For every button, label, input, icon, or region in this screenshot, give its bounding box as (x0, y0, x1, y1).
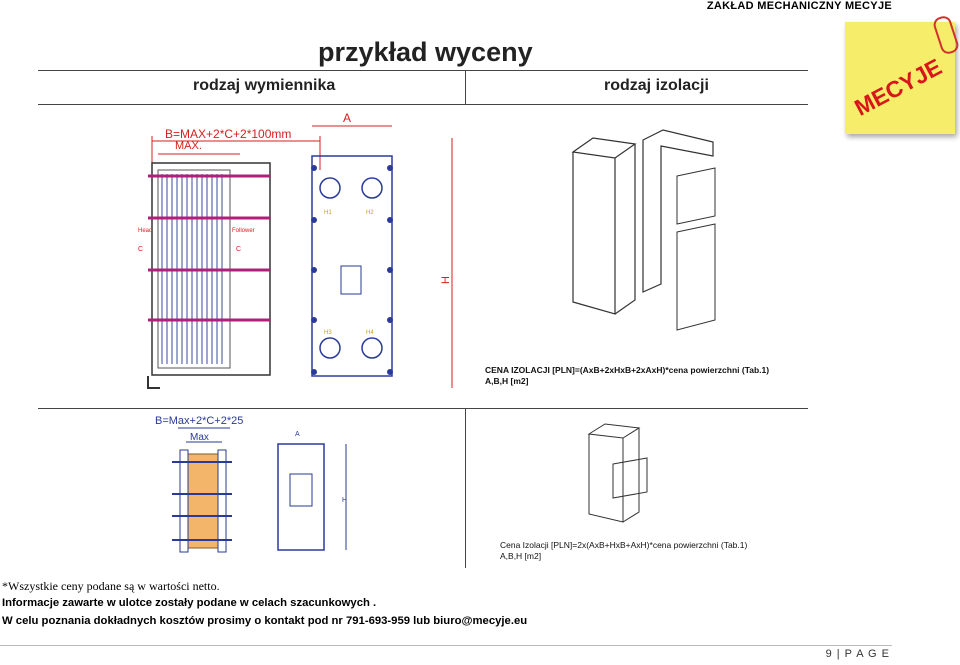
insulation-drawing-bottom (587, 423, 648, 523)
paperclip-icon (931, 14, 960, 56)
divider-mid (38, 104, 808, 105)
formula-text-bottom: Cena Izolacji [PLN]=2x(AxB+HxB+AxH)*cena… (500, 540, 748, 550)
page-title: przykład wyceny (318, 37, 533, 67)
formula-units-bottom: A,B,H [m2] (500, 551, 542, 561)
dim-a-small: A (295, 431, 300, 438)
dim-max-small: Max (190, 432, 209, 443)
insulation-formula-bottom: Cena Izolacji [PLN]=2x(AxB+HxB+AxH)*cena… (500, 540, 747, 562)
exchanger-drawing-top: B=MAX+2*C+2*100mm MAX. Head Follower C C… (138, 111, 453, 389)
insulation-formula-top: CENA IZOLACJI [PLN]=(AxB+2xHxB+2xAxH)*ce… (485, 365, 769, 387)
page-num: 9 (825, 648, 833, 660)
dim-h-label: H (440, 276, 452, 284)
dim-b-small: B=Max+2*C+2*25 (155, 415, 243, 427)
divider-top (38, 70, 808, 71)
dim-a-label: A (343, 111, 351, 125)
formula-text: CENA IZOLACJI [PLN]=(AxB+2xHxB+2xAxH)*ce… (485, 365, 770, 375)
dim-h-small: H (342, 497, 347, 504)
head-label: Head (138, 228, 152, 234)
port-h1: H1 (324, 210, 332, 216)
logo-text: MECYJE (850, 53, 946, 121)
divider-lower (38, 408, 808, 409)
footer-line-2: Informacje zawarte w ulotce zostały poda… (2, 597, 377, 609)
company-header: ZAKŁAD MECHANICZNY MECYJE (706, 0, 892, 12)
follower-label: Follower (232, 228, 255, 234)
c-label-left: C (138, 246, 143, 253)
page-number: 9 | P A G E (826, 648, 890, 660)
footer-rule (0, 645, 892, 646)
divider-vertical-2 (465, 408, 466, 568)
page-sep: | (836, 648, 841, 660)
port-h4: H4 (366, 330, 374, 336)
dim-max-label: MAX. (175, 140, 202, 152)
port-h3: H3 (324, 330, 332, 336)
c-label-right: C (236, 246, 241, 253)
section-title-insulation: rodzaj izolacji (604, 77, 709, 94)
page-label: P A G E (844, 648, 890, 660)
insulation-drawing-top (571, 129, 716, 331)
footer-line-3: W celu poznania dokładnych kosztów prosi… (2, 615, 528, 627)
dim-b-label: B=MAX+2*C+2*100mm (165, 127, 291, 141)
section-title-exchanger: rodzaj wymiennika (193, 77, 336, 94)
divider-vertical-1 (465, 70, 466, 104)
footer-line-1: *Wszystkie ceny podane są w wartości net… (2, 579, 220, 593)
exchanger-drawing-bottom: B=Max+2*C+2*25 Max A H (155, 415, 347, 553)
sticky-note-logo: MECYJE (845, 14, 960, 134)
port-h2: H2 (366, 210, 374, 216)
formula-units: A,B,H [m2] (485, 376, 529, 386)
